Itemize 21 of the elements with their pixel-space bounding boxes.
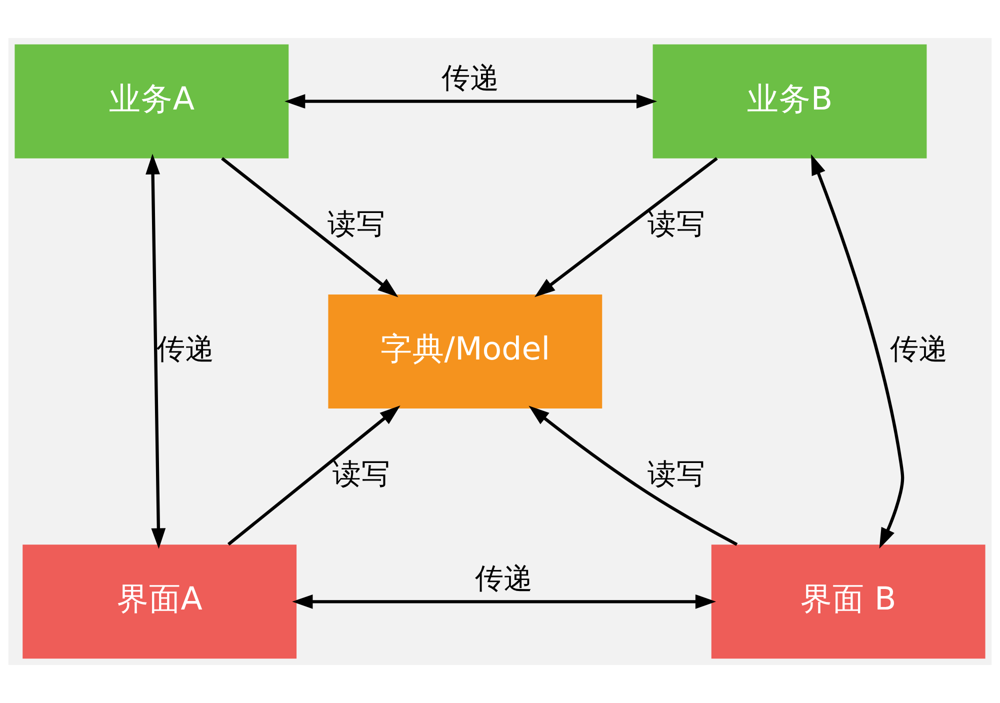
edge-label: 传递	[156, 332, 215, 366]
arrow	[221, 157, 398, 298]
arrow	[227, 406, 400, 546]
arrow	[146, 154, 166, 549]
edge-label: 读写	[648, 458, 706, 491]
edge-label: 传递	[474, 562, 533, 596]
arrow	[284, 94, 658, 109]
arrow	[811, 154, 904, 549]
node-box: 业务B	[652, 44, 927, 158]
node-box: 界面A	[22, 544, 297, 659]
edge-label: 读写	[648, 207, 706, 240]
node-box: 业务A	[14, 44, 289, 158]
edge-label: 传递	[442, 62, 500, 95]
arrow	[528, 406, 738, 546]
node-box: 字典/Model	[328, 294, 602, 408]
arrow	[292, 594, 716, 609]
edge-label: 读写	[332, 458, 390, 491]
arrow	[534, 157, 718, 298]
edge-label: 传递	[890, 332, 948, 366]
edge-label: 读写	[328, 207, 386, 240]
node-box: 界面 B	[711, 544, 986, 659]
